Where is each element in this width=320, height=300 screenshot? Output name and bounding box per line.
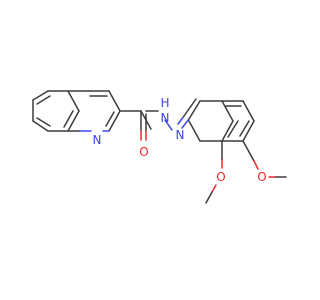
atom-o-carbonyl: O bbox=[139, 145, 148, 159]
bond bbox=[205, 191, 213, 204]
bond bbox=[242, 120, 255, 142]
hydrazide-linker bbox=[119, 98, 223, 141]
bond-double bbox=[177, 115, 185, 125]
bond bbox=[67, 90, 80, 112]
bond bbox=[67, 110, 80, 132]
atom-h-hydrazide: H bbox=[160, 96, 169, 110]
bond-double-inner bbox=[227, 120, 239, 138]
atom-o-methoxy-3: O bbox=[257, 170, 266, 184]
bond bbox=[108, 110, 121, 132]
bond bbox=[221, 120, 234, 142]
atom-n-hydrazide: N bbox=[161, 111, 170, 125]
bond-double-inner bbox=[36, 117, 51, 127]
bond bbox=[188, 120, 201, 142]
molecule-structure: N O H N N bbox=[32, 90, 287, 204]
bond bbox=[242, 100, 255, 122]
bond bbox=[221, 100, 234, 122]
bond-double bbox=[183, 98, 197, 117]
bond bbox=[253, 160, 259, 170]
quinoline-ring bbox=[32, 90, 121, 132]
bond bbox=[108, 90, 121, 112]
bond-double-inner bbox=[63, 110, 74, 128]
bond bbox=[188, 100, 201, 120]
bond bbox=[242, 140, 255, 162]
bond bbox=[211, 184, 217, 193]
atom-n-quinoline: N bbox=[93, 133, 102, 147]
bond-double-inner bbox=[36, 95, 51, 105]
bond bbox=[181, 118, 190, 129]
bond bbox=[32, 120, 49, 132]
atom-n-imine: N bbox=[176, 128, 185, 142]
methoxy-groups bbox=[205, 140, 287, 204]
bond-double-inner bbox=[105, 111, 115, 127]
bond-double-inner bbox=[239, 120, 250, 137]
atom-o-methoxy-2: O bbox=[216, 170, 225, 184]
bond bbox=[32, 90, 49, 101]
bond bbox=[164, 119, 173, 131]
dimethoxyphenyl-ring bbox=[188, 100, 255, 142]
